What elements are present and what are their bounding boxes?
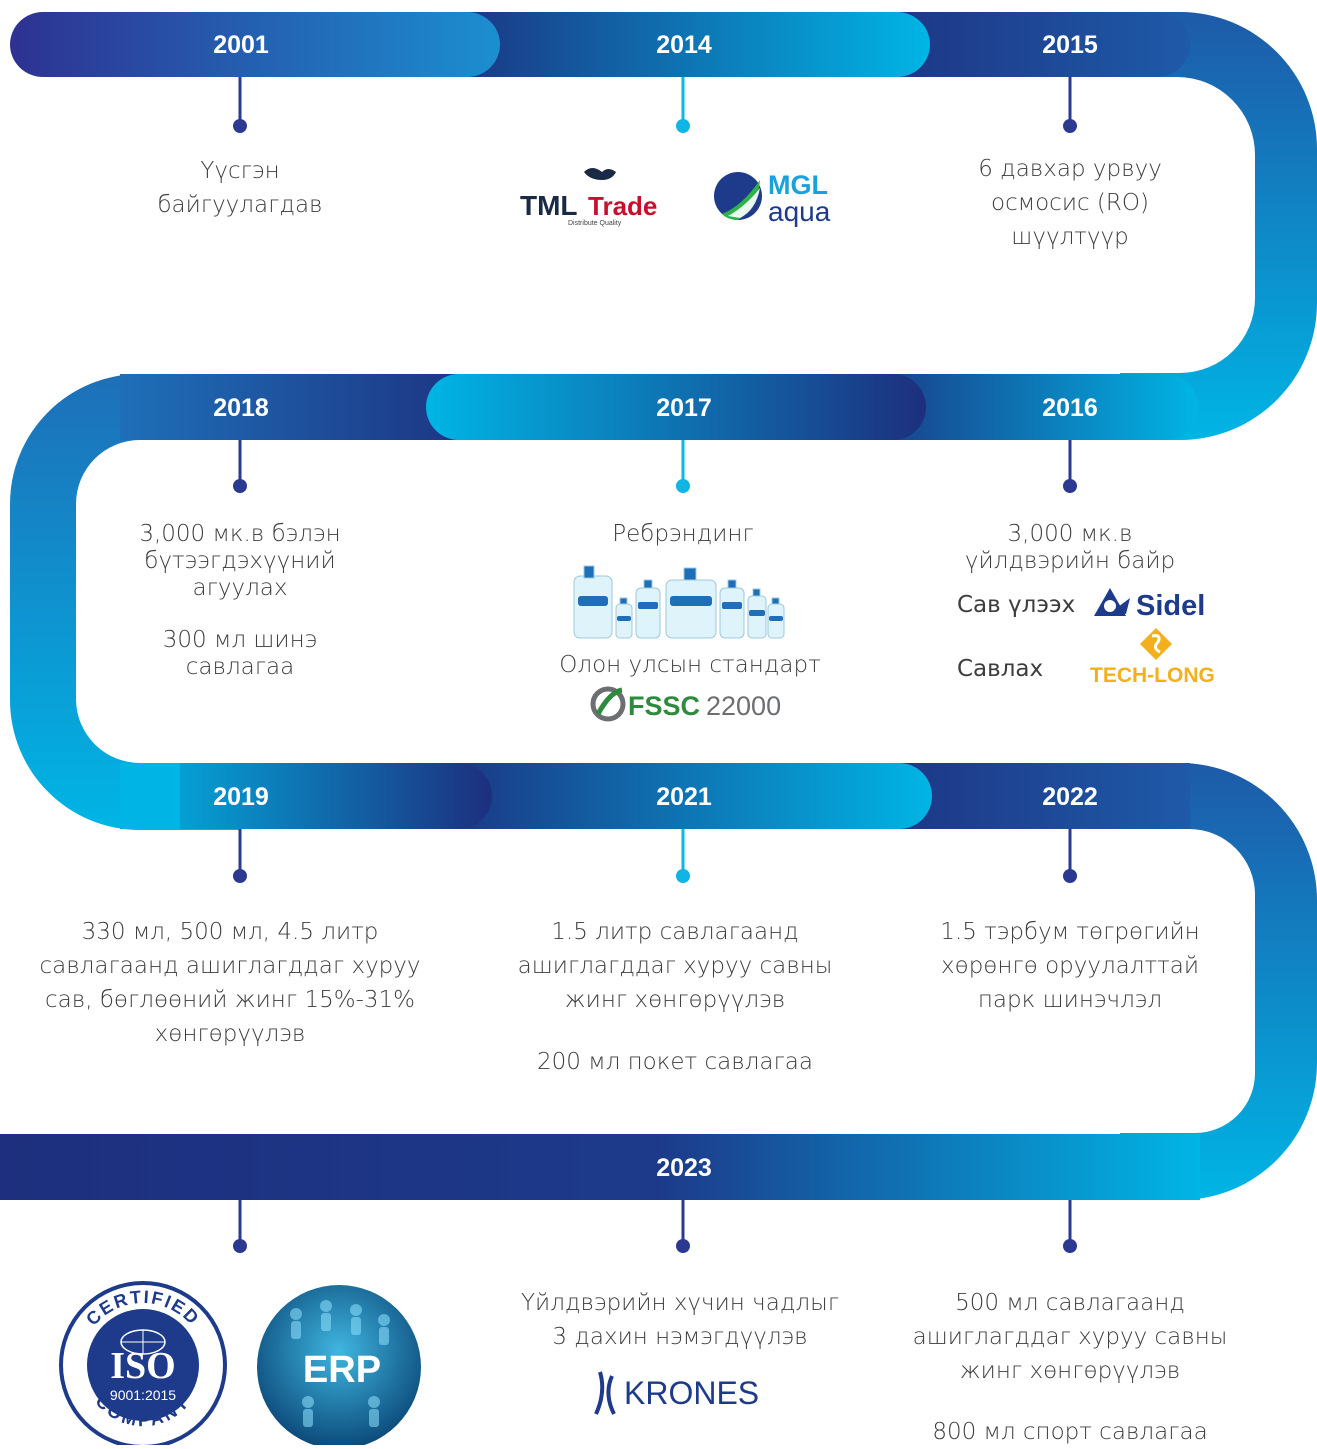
- milestone-2017-rebranding: Ребрэндинг: [612, 521, 754, 547]
- tech-long-logo: TECH-LONG: [1088, 626, 1224, 687]
- svg-text:FSSC: FSSC: [628, 691, 700, 721]
- year-2022: 2022: [1042, 783, 1098, 811]
- year-2001: 2001: [213, 31, 269, 59]
- year-2021: 2021: [656, 783, 712, 811]
- year-2018: 2018: [213, 394, 269, 422]
- svg-text:Sidel: Sidel: [1136, 590, 1205, 622]
- connector-dot-2017: [676, 479, 690, 493]
- svg-text:Trade: Trade: [588, 191, 657, 221]
- sidel-logo: Sidel: [1092, 584, 1216, 624]
- connector-dot-2018: [233, 479, 247, 493]
- mgl-aqua-logo: MGL aqua: [712, 166, 852, 230]
- connector-dot-2001: [233, 119, 247, 133]
- track-2014: [430, 12, 930, 77]
- svg-text:TML: TML: [520, 190, 578, 221]
- svg-text:9001:2015: 9001:2015: [110, 1387, 176, 1403]
- bottles-image: [570, 558, 800, 642]
- erp-badge: ERP: [256, 1284, 422, 1449]
- milestone-2017-standard: Олон улсын стандарт: [559, 652, 821, 678]
- connector-dot-2021: [676, 869, 690, 883]
- year-2014: 2014: [656, 31, 712, 59]
- year-2016: 2016: [1042, 394, 1098, 422]
- connector-dot-2015: [1063, 119, 1077, 133]
- tml-trade-logo: TML Trade Distribute Quality: [518, 160, 680, 230]
- connector-dot-2023-c: [1063, 1239, 1077, 1253]
- track-2001: [10, 12, 500, 77]
- connector-dot-2022: [1063, 869, 1077, 883]
- track-curve-right-1: [1120, 12, 1317, 440]
- milestone-2023-sport-text: 800 мл спорт савлагаа: [932, 1419, 1208, 1445]
- svg-text:MGL: MGL: [768, 170, 828, 200]
- milestone-2021-text-2: 200 мл покет савлагаа: [537, 1049, 813, 1075]
- track-2016: [838, 374, 1198, 440]
- track-2019: [120, 763, 492, 829]
- svg-text:aqua: aqua: [768, 196, 831, 227]
- fssc-22000-logo: FSSC 22000: [590, 684, 790, 724]
- svg-text:TECH-LONG: TECH-LONG: [1090, 664, 1215, 686]
- svg-text:KRONES: KRONES: [624, 1375, 759, 1411]
- blowing-label: Сав үлээх: [957, 592, 1076, 618]
- connector-dot-2023-a: [233, 1239, 247, 1253]
- connector-dot-2019: [233, 869, 247, 883]
- track-2023: [0, 1134, 1200, 1200]
- year-2019: 2019: [213, 783, 269, 811]
- packing-label: Савлах: [957, 656, 1044, 682]
- year-2017: 2017: [656, 394, 712, 422]
- svg-text:ERP: ERP: [303, 1349, 381, 1391]
- connector-dot-2016: [1063, 479, 1077, 493]
- connector-dot-2014: [676, 119, 690, 133]
- track-2021: [420, 763, 932, 829]
- krones-logo: KRONES: [590, 1366, 780, 1420]
- year-2015: 2015: [1042, 31, 1098, 59]
- track-2017: [426, 374, 926, 440]
- connector-dot-2023-b: [676, 1239, 690, 1253]
- track-curve-left: [10, 374, 240, 830]
- iso-9001-badge: CERTIFIED COMPANY ISO 9001:2015: [58, 1280, 228, 1449]
- svg-text:22000: 22000: [706, 691, 781, 721]
- track-curve-right-2: [1120, 763, 1317, 1200]
- year-2023: 2023: [656, 1154, 712, 1182]
- svg-text:ISO: ISO: [110, 1345, 175, 1387]
- svg-text:Distribute Quality: Distribute Quality: [568, 220, 622, 227]
